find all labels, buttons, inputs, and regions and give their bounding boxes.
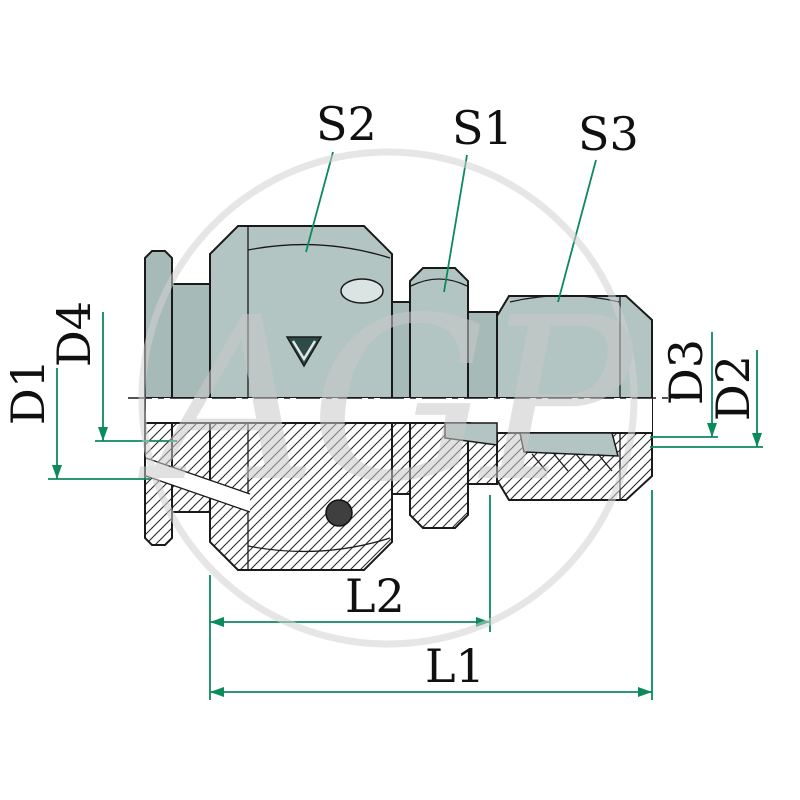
d2-arrow <box>752 433 762 447</box>
dimension-labels: S2 S1 S3 D1 D4 D3 D2 L2 L1 <box>1 97 760 693</box>
seal-ball <box>325 499 353 527</box>
bore-right <box>497 398 652 433</box>
thread-line-2 <box>553 453 569 472</box>
label-l1: L1 <box>425 639 485 693</box>
label-l2: L2 <box>345 569 405 623</box>
l1-arrow-left <box>210 687 224 697</box>
watermark: AGP <box>137 148 644 648</box>
bore-left <box>146 398 470 423</box>
d4-arrow <box>98 427 108 441</box>
nut-s2-chamfer-arc-bottom <box>247 537 391 553</box>
nut-s2-chamfer-arc <box>247 243 391 259</box>
watermark-circle <box>138 148 638 648</box>
thread-line-4 <box>597 453 613 472</box>
nut-s2-corner-highlight <box>340 278 384 304</box>
d3-arrow <box>707 423 717 437</box>
fitting-top-half <box>144 225 653 399</box>
dimension-annotations <box>48 151 763 700</box>
label-d1: D1 <box>1 359 55 425</box>
fitting-section-half <box>144 397 653 571</box>
leader-s1 <box>443 154 468 293</box>
cutting-ring-left <box>444 422 498 446</box>
weld-cone-band <box>146 458 250 512</box>
weld-cone-line-2 <box>145 475 251 513</box>
l1-arrow-right <box>638 687 652 697</box>
label-d2: D2 <box>706 355 760 421</box>
leader-s2 <box>305 151 334 253</box>
cutting-ring-right <box>519 432 619 457</box>
label-s1: S1 <box>452 101 513 155</box>
nut-s3-chamfer-arc <box>509 294 620 303</box>
maker-logo-v-icon <box>291 340 317 362</box>
thread-line-1 <box>531 453 547 472</box>
label-d3: D3 <box>659 339 713 405</box>
label-s3: S3 <box>578 107 639 161</box>
hex-s1-chamfer-arc <box>410 278 468 287</box>
label-s2: S2 <box>316 97 377 151</box>
weld-cone-line-1 <box>145 457 251 495</box>
d1-arrow <box>52 465 62 479</box>
watermark-text: AGP <box>137 270 636 532</box>
l2-arrow-left <box>210 617 224 627</box>
leader-s3 <box>557 159 597 303</box>
thread-line-3 <box>575 453 591 472</box>
label-d4: D4 <box>47 301 101 367</box>
